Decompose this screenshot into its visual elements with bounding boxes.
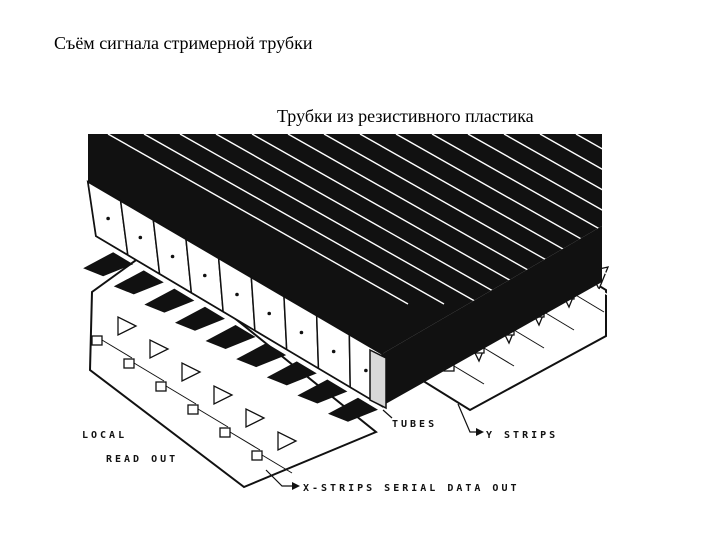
- x-latch: [155, 381, 167, 392]
- signal-line: [453, 365, 485, 385]
- tube-stripe: [359, 133, 661, 305]
- label-local: LOCAL: [82, 430, 127, 441]
- x-amplifier: [245, 407, 266, 429]
- tube-wire: [202, 273, 207, 278]
- tube-stripe: [431, 133, 720, 299]
- tubes-arrow: [382, 409, 393, 419]
- x-amplifier: [277, 430, 298, 452]
- x-strip-band: [144, 288, 195, 313]
- x-strip-band: [236, 343, 287, 368]
- tube-wire: [331, 349, 336, 354]
- tube-stripe: [251, 133, 553, 305]
- x-amplifier: [181, 361, 202, 383]
- signal-line: [101, 339, 133, 359]
- tube-stripe: [107, 133, 409, 305]
- x-latch: [91, 335, 103, 346]
- tube-stripe: [215, 133, 517, 305]
- signal-line: [513, 329, 545, 349]
- x-amplifier: [117, 315, 138, 337]
- x-strip-electronics: [91, 315, 298, 474]
- signal-line: [229, 431, 261, 451]
- tube-stripe: [575, 133, 720, 217]
- tube-stripe: [467, 133, 720, 278]
- tube-stripes: [107, 133, 720, 305]
- signal-line: [165, 385, 197, 405]
- label-readout: READ OUT: [106, 454, 178, 465]
- signal-line: [133, 362, 165, 382]
- label-tubes: TUBES: [392, 419, 437, 430]
- x-strip-band: [113, 270, 164, 295]
- x-latch: [187, 404, 199, 415]
- tube-stripe: [179, 133, 481, 305]
- tube-wire: [364, 368, 368, 373]
- slide-title: Съём сигнала стримерной трубки: [54, 33, 313, 53]
- y-arrowhead: [476, 428, 484, 436]
- slide-subtitle: Трубки из резистивного пластика: [277, 106, 534, 126]
- x-latch: [251, 450, 263, 461]
- tube-wire: [106, 216, 110, 221]
- signal-line: [197, 408, 229, 428]
- tube-wire: [267, 311, 272, 316]
- signal-line: [483, 347, 515, 367]
- x-arrowhead: [292, 482, 300, 490]
- signal-line: [261, 454, 293, 474]
- tube-stripe: [143, 133, 445, 305]
- tube-stripe: [395, 133, 697, 305]
- x-amplifier: [149, 338, 170, 360]
- x-latch: [123, 358, 135, 369]
- tube-wire: [299, 330, 304, 335]
- tube-stripe: [503, 133, 720, 258]
- label-y-strips: Y STRIPS: [486, 430, 558, 441]
- x-strip-band: [174, 306, 225, 331]
- x-strip-bands: [83, 252, 378, 422]
- tube-top-face: [88, 134, 602, 354]
- x-strip-band: [327, 397, 378, 422]
- tube-end-edge: [369, 348, 387, 410]
- x-latch: [219, 427, 231, 438]
- x-strip-band: [297, 379, 348, 404]
- x-strip-band: [83, 252, 134, 277]
- signal-line: [543, 311, 575, 331]
- tube-wire: [235, 292, 239, 297]
- x-amplifier: [213, 384, 234, 406]
- x-strip-band: [266, 361, 317, 386]
- tube-end-face: [382, 226, 602, 406]
- tube-stripe: [539, 133, 720, 237]
- signal-line: [573, 293, 605, 313]
- tube-wire: [170, 254, 175, 259]
- tube-wire: [138, 235, 143, 240]
- x-strip-band: [205, 324, 256, 349]
- label-x-strips: X-STRIPS SERIAL DATA OUT: [303, 483, 520, 494]
